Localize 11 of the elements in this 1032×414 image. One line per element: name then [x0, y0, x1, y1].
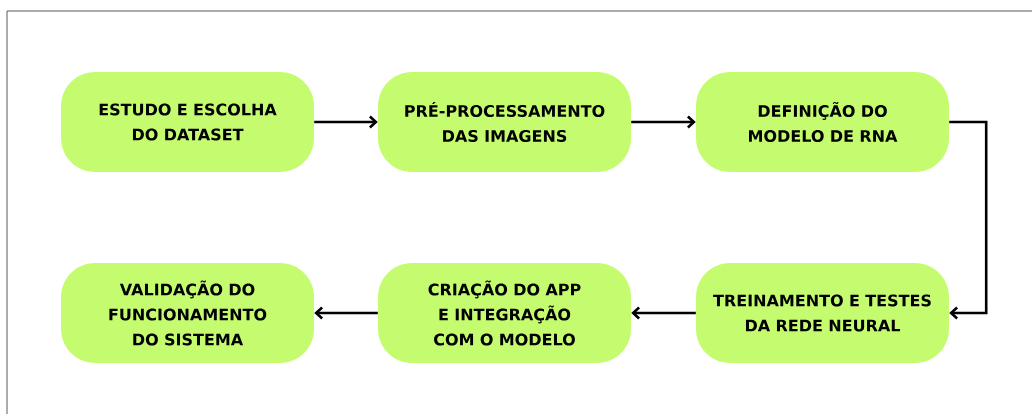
arrow [631, 306, 696, 320]
process-box: ESTUDO E ESCOLHA DO DATASET [61, 72, 314, 172]
arrow [949, 120, 988, 320]
process-box: TREINAMENTO E TESTES DA REDE NEURAL [696, 263, 949, 363]
arrow [631, 115, 696, 129]
process-box: VALIDAÇÃO DO FUNCIONAMENTO DO SISTEMA [61, 263, 314, 363]
arrow [314, 115, 378, 129]
process-box: PRÉ-PROCESSAMENTO DAS IMAGENS [378, 72, 631, 172]
process-box: DEFINIÇÃO DO MODELO DE RNA [696, 72, 949, 172]
arrow [314, 306, 378, 320]
process-box: CRIAÇÃO DO APP E INTEGRAÇÃO COM O MODELO [378, 263, 631, 363]
